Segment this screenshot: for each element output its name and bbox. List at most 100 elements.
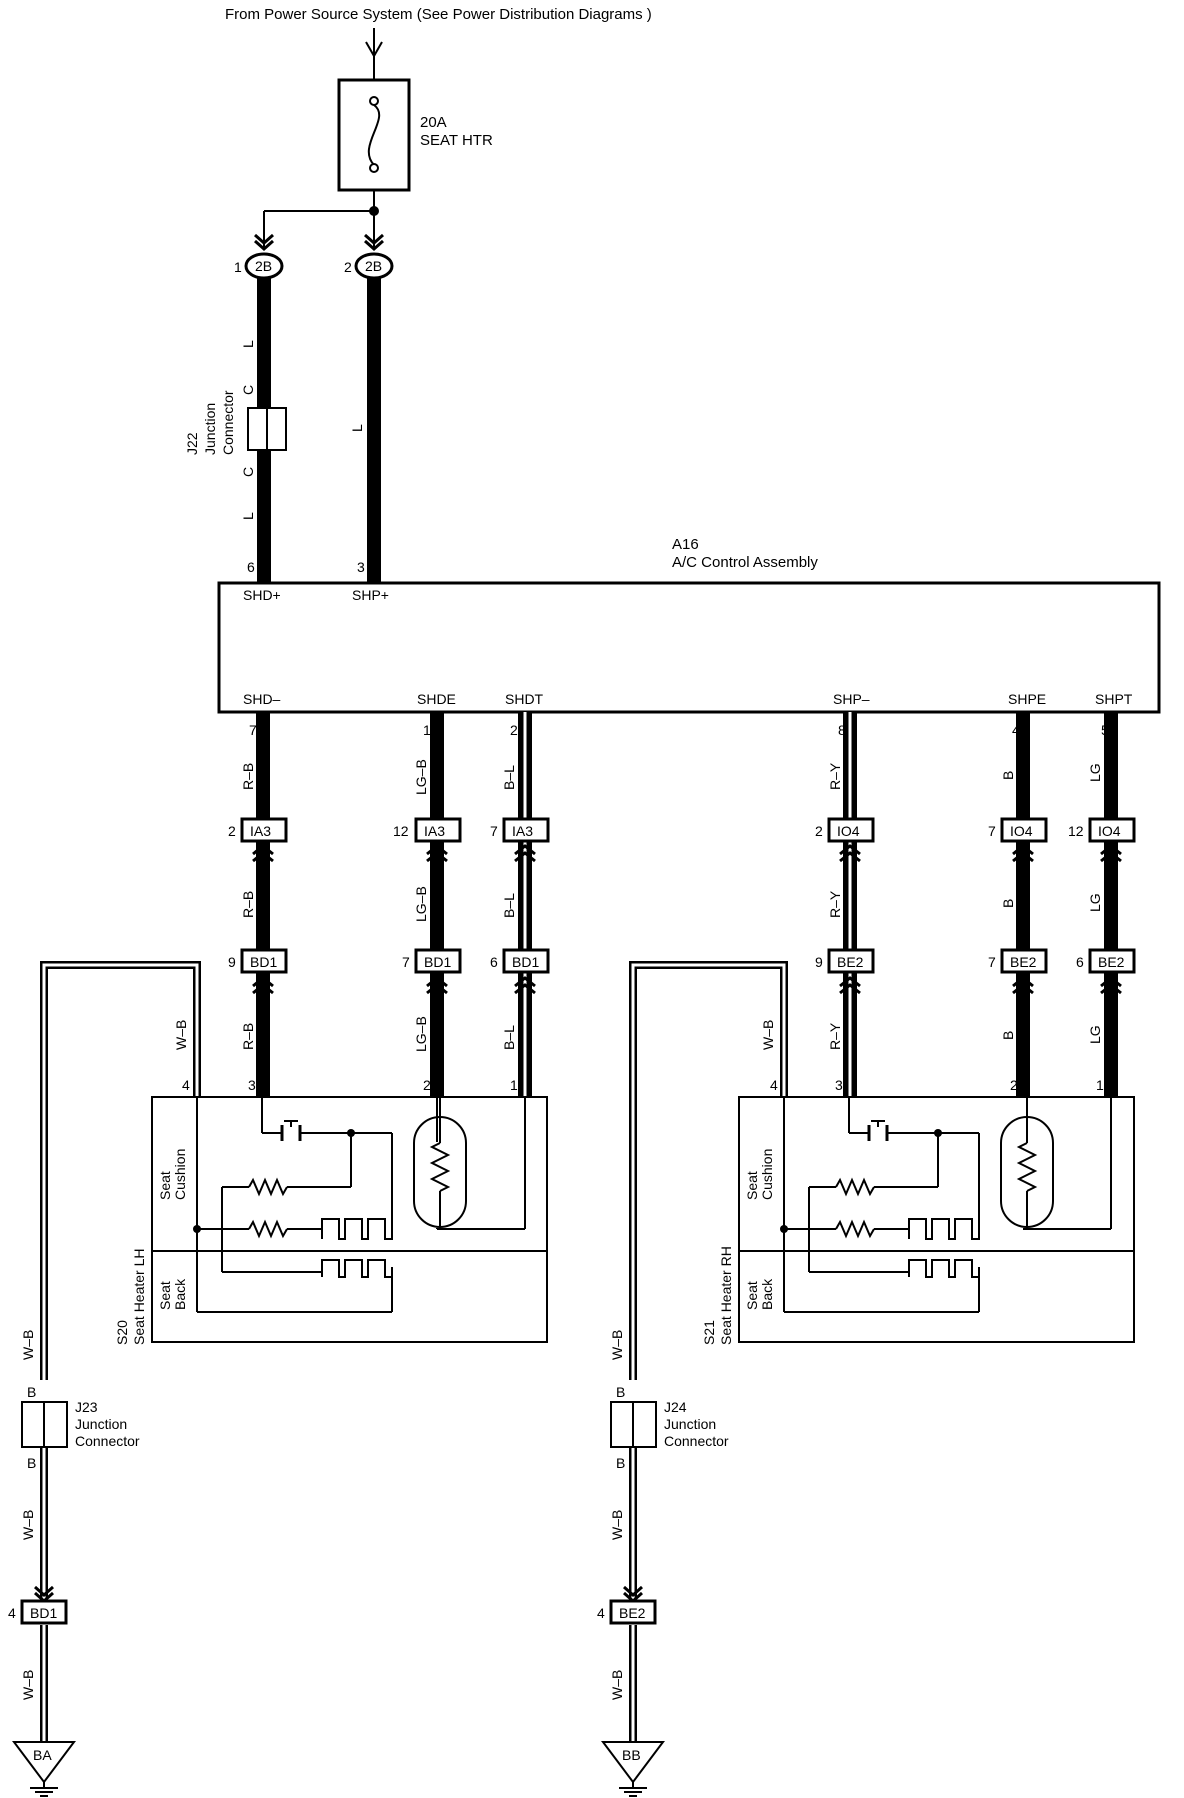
svg-text:2: 2	[228, 823, 236, 839]
svg-text:7: 7	[988, 823, 996, 839]
wire-color-b-1: B	[1000, 771, 1016, 780]
wire-color-wb-rh-4: W–B	[609, 1670, 625, 1700]
svg-text:A16: A16	[672, 536, 699, 553]
svg-text:SHP–: SHP–	[833, 691, 870, 707]
connector-2b-pin2: 2 2B	[344, 252, 394, 280]
svg-text:BB: BB	[622, 1747, 641, 1763]
j24-junction-connector: B B J24 Junction Connector	[610, 1384, 729, 1471]
svg-text:2B: 2B	[255, 258, 272, 274]
svg-text:SHD+: SHD+	[243, 587, 281, 603]
svg-text:Cushion: Cushion	[172, 1149, 188, 1200]
wire-color-lgb-3: LG–B	[413, 1016, 429, 1052]
connector-bd1-pin7: 7 BD1	[402, 948, 462, 995]
svg-text:IO4: IO4	[1098, 823, 1121, 839]
svg-text:BD1: BD1	[250, 954, 277, 970]
wire-color-ry-2: R–Y	[827, 890, 843, 918]
svg-text:SHPE: SHPE	[1008, 691, 1046, 707]
wire-color-b-3: B	[1000, 1031, 1016, 1040]
connector-be2-pin7: 7 BE2	[988, 948, 1048, 995]
wire-color-rb-1: R–B	[240, 763, 256, 790]
svg-text:A/C Control Assembly: A/C Control Assembly	[672, 554, 818, 571]
svg-text:9: 9	[815, 954, 823, 970]
svg-text:B: B	[616, 1384, 625, 1400]
svg-text:Seat: Seat	[157, 1281, 173, 1310]
svg-text:Back: Back	[759, 1278, 775, 1310]
svg-text:Connector: Connector	[664, 1433, 729, 1449]
svg-text:2: 2	[344, 259, 352, 275]
svg-text:SHD–: SHD–	[243, 691, 281, 707]
svg-text:IA3: IA3	[424, 823, 445, 839]
wire-color-rb-3: R–B	[240, 1023, 256, 1050]
connector-ia3-pin2: 2 IA3	[228, 817, 288, 863]
svg-text:4: 4	[770, 1077, 778, 1093]
svg-text:C: C	[240, 467, 256, 477]
wire-color-l-2: L	[240, 512, 256, 520]
wire-color-bl-2: B–L	[501, 893, 517, 918]
svg-text:IA3: IA3	[250, 823, 271, 839]
j23-junction-connector: B B J23 Junction Connector	[21, 1384, 140, 1471]
svg-text:Seat: Seat	[157, 1171, 173, 1200]
svg-text:J24: J24	[664, 1399, 687, 1415]
wire-color-lg-1: LG	[1087, 763, 1103, 782]
connector-2b-pin1: 1 2B	[234, 252, 284, 280]
wire-color-ry-1: R–Y	[827, 762, 843, 790]
svg-text:J23: J23	[75, 1399, 98, 1415]
svg-text:6: 6	[490, 954, 498, 970]
power-feed-arrow-icon	[365, 41, 383, 59]
connector-ia3-pin7: 7 IA3	[490, 817, 550, 863]
svg-text:Cushion: Cushion	[759, 1149, 775, 1200]
svg-text:2: 2	[815, 823, 823, 839]
svg-text:1: 1	[1096, 1077, 1104, 1093]
svg-text:7: 7	[249, 722, 257, 738]
svg-text:BD1: BD1	[424, 954, 451, 970]
wire-color-bl-3: B–L	[501, 1025, 517, 1050]
svg-text:SHP+: SHP+	[352, 587, 389, 603]
j22-junction-connector: C C J22 Junction Connector	[184, 385, 287, 477]
svg-text:BE2: BE2	[1010, 954, 1037, 970]
connector-io4-pin7: 7 IO4	[988, 817, 1048, 863]
svg-text:C: C	[240, 385, 256, 395]
fuse-name: SEAT HTR	[420, 132, 493, 149]
svg-text:6: 6	[247, 559, 255, 575]
fuse-terminal-top	[369, 96, 379, 106]
connector-be2-pin6: 6 BE2	[1076, 948, 1136, 995]
svg-text:7: 7	[402, 954, 410, 970]
seat-heater-lh: 4 3 2 1 Seat Cushion Seat Back S20 Seat …	[114, 1077, 549, 1345]
wire-color-ry-3: R–Y	[827, 1022, 843, 1050]
connector-be2-pin4: 4 BE2	[597, 1599, 657, 1625]
connector-bd1-pin4: 4 BD1	[8, 1599, 68, 1625]
svg-text:2: 2	[423, 1077, 431, 1093]
svg-text:7: 7	[988, 954, 996, 970]
svg-text:S20: S20	[114, 1320, 130, 1345]
svg-text:1: 1	[510, 1077, 518, 1093]
svg-text:3: 3	[835, 1077, 843, 1093]
ground-ba-icon: BA	[12, 1741, 76, 1797]
seat-heater-rh: 4 3 2 1 Seat Cushion Seat Back S21 Seat …	[701, 1077, 1136, 1345]
wire-color-b-2: B	[1000, 899, 1016, 908]
svg-text:B: B	[616, 1455, 625, 1471]
svg-text:1: 1	[423, 722, 431, 738]
svg-text:Junction: Junction	[75, 1416, 127, 1432]
wire-color-l-3: L	[349, 424, 365, 432]
svg-text:IO4: IO4	[837, 823, 860, 839]
connector-io4-pin12: 12 IO4	[1068, 817, 1136, 863]
wire-color-wb-lh-3: W–B	[20, 1510, 36, 1540]
wire-color-wb-rh-1: W–B	[760, 1020, 776, 1050]
fuse-rating: 20A	[420, 114, 447, 131]
svg-text:SHDT: SHDT	[505, 691, 544, 707]
svg-text:BE2: BE2	[1098, 954, 1125, 970]
connector-bd1-pin6: 6 BD1	[490, 948, 550, 995]
connector-ia3-pin12: 12 IA3	[393, 817, 462, 863]
svg-text:2: 2	[1010, 1077, 1018, 1093]
svg-text:IO4: IO4	[1010, 823, 1033, 839]
svg-text:12: 12	[393, 823, 409, 839]
wire-color-wb-lh-2: W–B	[20, 1330, 36, 1360]
ground-bb-icon: BB	[601, 1741, 665, 1797]
svg-text:Seat: Seat	[744, 1281, 760, 1310]
svg-text:6: 6	[1076, 954, 1084, 970]
power-source-note: From Power Source System (See Power Dist…	[225, 6, 652, 23]
svg-text:BE2: BE2	[837, 954, 864, 970]
connector-bd1-pin9: 9 BD1	[228, 948, 288, 995]
svg-text:Seat: Seat	[744, 1171, 760, 1200]
svg-text:SHPT: SHPT	[1095, 691, 1133, 707]
